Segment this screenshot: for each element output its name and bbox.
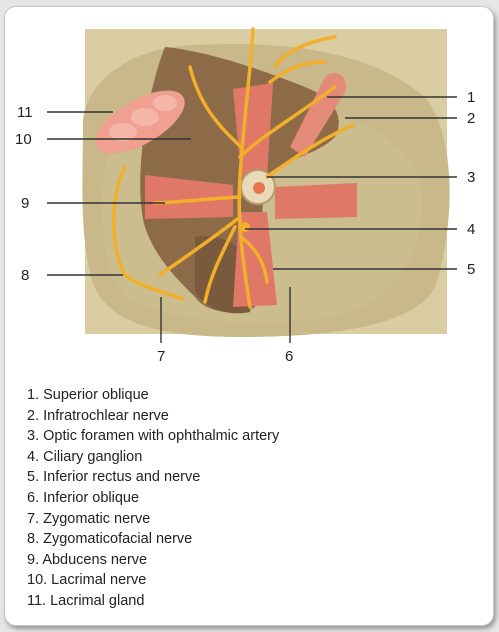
medial-rectus-muscle — [275, 183, 357, 219]
superior-oblique-muscle — [290, 72, 346, 157]
callout-5: 5 — [467, 261, 475, 278]
callout-2: 2 — [467, 110, 475, 127]
legend-item: 2. Infratrochlear nerve — [27, 407, 169, 424]
legend-item: 3. Optic foramen with ophthalmic artery — [27, 428, 280, 445]
ophthalmic-artery — [253, 182, 265, 194]
callout-8: 8 — [21, 267, 29, 284]
callout-9: 9 — [21, 195, 29, 212]
lacrimal-lobule — [131, 108, 159, 126]
legend-item: 4. Ciliary ganglion — [27, 448, 143, 465]
legend-item: 8. Zygomaticofacial nerve — [27, 531, 193, 548]
callout-11: 11 — [17, 104, 33, 121]
legend-item: 6. Inferior oblique — [27, 489, 140, 506]
lacrimal-lobule — [153, 95, 177, 111]
ciliary-ganglion — [240, 222, 250, 232]
legend-item: 1. Superior oblique — [27, 387, 149, 403]
legend-item: 9. Abducens nerve — [27, 551, 148, 568]
legend-item: 7. Zygomatic nerve — [27, 510, 151, 527]
orbit-illustration: 1 2 3 4 5 6 7 8 9 10 11 — [15, 27, 475, 365]
legend-list: 1. Superior oblique 2. Infratrochlear ne… — [27, 385, 279, 612]
callout-3: 3 — [467, 169, 475, 186]
callout-10: 10 — [15, 131, 32, 148]
lacrimal-lobule — [109, 123, 137, 141]
callout-7: 7 — [157, 348, 165, 365]
legend-item: 5. Inferior rectus and nerve — [27, 469, 201, 486]
callout-4: 4 — [467, 221, 475, 238]
callout-6: 6 — [285, 348, 293, 365]
legend-item: 10. Lacrimal nerve — [27, 572, 147, 589]
nerve-network — [112, 27, 355, 309]
lateral-rectus-muscle — [145, 175, 233, 219]
legend-item: 11. Lacrimal gland — [27, 592, 145, 609]
figure-card: 1 2 3 4 5 6 7 8 9 10 11 1. Superior obli… — [4, 6, 494, 626]
callout-1: 1 — [467, 89, 475, 106]
leader-lines — [47, 96, 457, 343]
